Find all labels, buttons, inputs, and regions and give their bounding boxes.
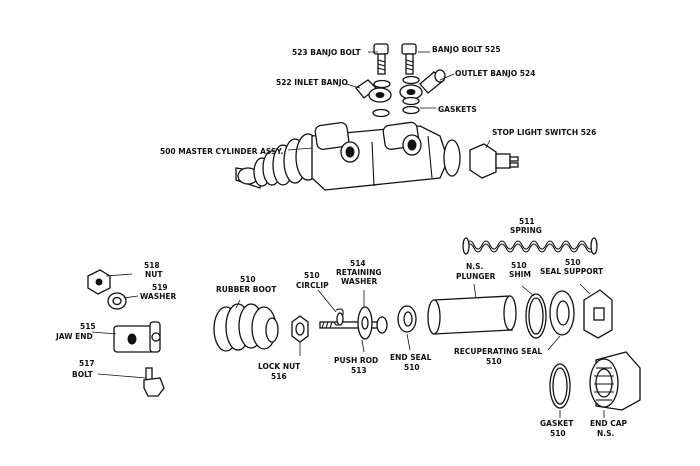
outlet-banjo xyxy=(399,69,446,100)
banjo-bolt-525 xyxy=(401,43,417,75)
label-end-seal: END SEAL xyxy=(390,353,432,362)
label-recuperating-seal-number: 510 xyxy=(486,357,502,366)
label-stop-light-switch: STOP LIGHT SWITCH 526 xyxy=(492,128,596,137)
push-rod xyxy=(319,316,388,334)
label-spring-number: 511 xyxy=(519,217,535,226)
label-spring: SPRING xyxy=(510,226,542,235)
label-washer-number: 519 xyxy=(152,283,168,292)
label-nut-number: 518 xyxy=(144,261,160,270)
label-jaw-end-number: 515 xyxy=(80,322,96,331)
gasket xyxy=(549,363,571,409)
label-banjo-bolt-523: 523 BANJO BOLT xyxy=(292,48,361,57)
label-seal-support: SEAL SUPPORT xyxy=(540,267,604,276)
label-master-cylinder: 500 MASTER CYLINDER ASSY. xyxy=(160,147,284,156)
bolt-517 xyxy=(143,367,165,397)
label-ns-plunger: N.S. xyxy=(466,262,484,271)
label-retaining-washer-number: 514 xyxy=(350,259,366,268)
label-shim: SHIM xyxy=(509,270,531,279)
label-seal-support-number: 510 xyxy=(565,258,581,267)
label-end-cap: END CAP xyxy=(590,419,628,428)
label-end-seal-number: 510 xyxy=(404,363,420,372)
label-push-rod: PUSH ROD xyxy=(334,356,378,365)
label-shim-number: 510 xyxy=(511,261,527,270)
seal-support xyxy=(583,289,613,339)
lock-nut xyxy=(291,315,309,343)
spring xyxy=(462,237,598,255)
banjo-bolt-523 xyxy=(373,43,389,75)
washer-519 xyxy=(107,292,127,310)
label-push-rod-number: 513 xyxy=(351,366,367,375)
label-outlet-banjo: OUTLET BANJO 524 xyxy=(455,69,535,78)
label-rubber-boot-number: 510 xyxy=(240,275,256,284)
circlip xyxy=(333,308,344,326)
label-bolt: BOLT xyxy=(72,370,94,379)
jaw-end xyxy=(113,321,161,353)
label-recuperating-seal: RECUPERATING SEAL xyxy=(454,347,542,356)
leader-lines xyxy=(91,51,605,418)
labels: 523 BANJO BOLT BANJO BOLT 525 522 INLET … xyxy=(55,45,628,438)
label-lock-nut-number: 516 xyxy=(271,372,287,381)
nut-518 xyxy=(87,269,111,295)
label-lock-nut: LOCK NUT xyxy=(258,362,301,371)
retaining-washer xyxy=(357,306,373,340)
label-retaining-washer-line-1: RETAINING xyxy=(336,268,382,277)
label-jaw-end: JAW END xyxy=(55,332,93,341)
label-gaskets: GASKETS xyxy=(438,105,477,114)
master-cylinder-body xyxy=(235,121,461,191)
label-circlip: CIRCLIP xyxy=(296,281,329,290)
label-circlip-number: 510 xyxy=(304,271,320,280)
shim xyxy=(525,293,547,339)
label-retaining-washer-line-2: WASHER xyxy=(341,277,378,286)
plunger xyxy=(427,295,517,335)
label-bolt-number: 517 xyxy=(79,359,95,368)
gaskets xyxy=(372,75,420,118)
label-washer: WASHER xyxy=(140,292,177,301)
label-gasket-number: 510 xyxy=(550,429,566,438)
end-cap xyxy=(589,351,641,411)
end-seal xyxy=(397,305,417,333)
label-gasket: GASKET xyxy=(540,419,574,428)
label-rubber-boot: RUBBER BOOT xyxy=(216,285,277,294)
label-plunger: PLUNGER xyxy=(456,272,496,281)
stop-light-switch xyxy=(469,143,519,179)
recuperating-seal xyxy=(549,290,575,336)
rubber-boot xyxy=(213,303,279,352)
label-banjo-bolt-525: BANJO BOLT 525 xyxy=(432,45,501,54)
label-nut: NUT xyxy=(145,270,163,279)
label-end-cap-ns: N.S. xyxy=(597,429,615,438)
label-inlet-banjo: 522 INLET BANJO xyxy=(276,78,348,87)
